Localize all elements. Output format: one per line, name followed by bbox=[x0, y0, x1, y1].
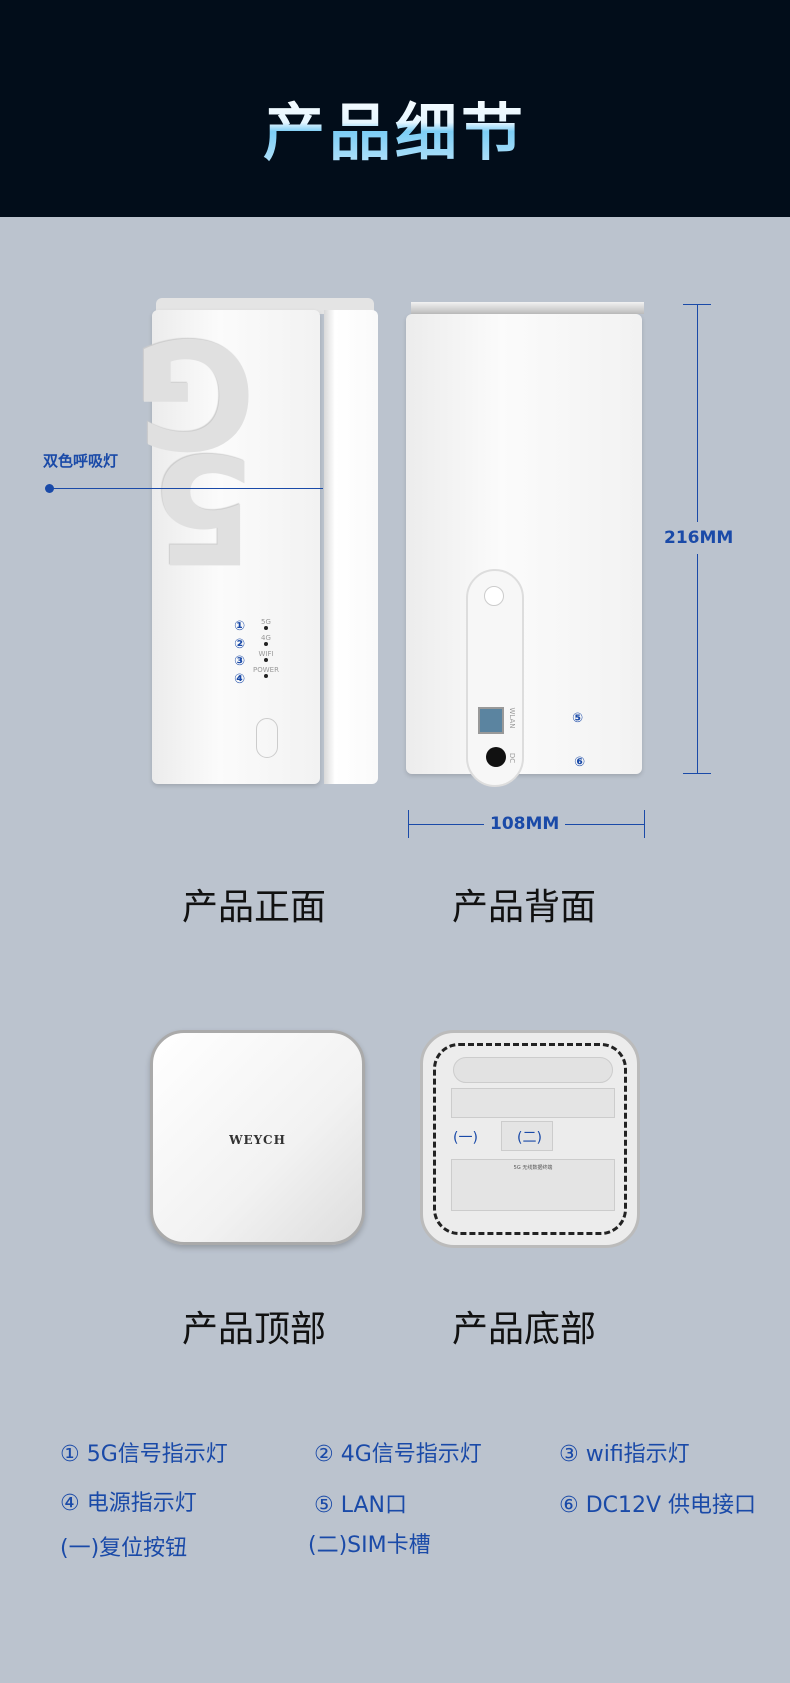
page-title: 产品细节 bbox=[0, 82, 790, 172]
dc-port bbox=[486, 747, 506, 767]
legend-item: ① 5G信号指示灯 bbox=[60, 1442, 228, 1467]
lan-number: ⑤ bbox=[572, 711, 584, 726]
top-device: WEYCH bbox=[150, 1030, 365, 1245]
callout-line bbox=[52, 488, 323, 489]
bottom-device: 5G 无线数据终端 (一) (二) bbox=[420, 1030, 640, 1248]
brand-logo: WEYCH bbox=[229, 1133, 286, 1147]
legend-item: (一)复位按钮 bbox=[60, 1536, 188, 1561]
legend-item: ⑥ DC12V 供电接口 bbox=[559, 1493, 757, 1518]
front-caption: 产品正面 bbox=[182, 887, 327, 928]
device-label-title: 5G 无线数据终端 bbox=[513, 1165, 553, 1171]
legend-item: ② 4G信号指示灯 bbox=[314, 1442, 482, 1467]
reset-marker: (一) bbox=[453, 1130, 478, 1146]
sim-marker: (二) bbox=[517, 1130, 542, 1146]
dc-number: ⑥ bbox=[574, 755, 586, 770]
power-button bbox=[256, 718, 278, 758]
legend-item: ③ wifi指示灯 bbox=[559, 1442, 690, 1467]
callout-dot bbox=[45, 484, 54, 493]
header-banner bbox=[0, 0, 790, 217]
lan-port bbox=[478, 707, 504, 734]
legend-item: ⑤ LAN口 bbox=[314, 1493, 407, 1518]
legend-item: ④ 电源指示灯 bbox=[60, 1491, 197, 1516]
led-indicators: 5G 4G WIFI POWER bbox=[246, 618, 286, 682]
top-caption: 产品顶部 bbox=[182, 1309, 327, 1350]
callout-label: 双色呼吸灯 bbox=[43, 452, 119, 470]
width-label: 108MM bbox=[484, 814, 566, 834]
back-device: WLAN DC ⑤ ⑥ bbox=[406, 302, 644, 790]
legend-item: (二)SIM卡槽 bbox=[308, 1533, 431, 1558]
height-label: 216MM bbox=[664, 522, 734, 554]
bottom-caption: 产品底部 bbox=[452, 1309, 597, 1350]
back-caption: 产品背面 bbox=[452, 887, 597, 928]
